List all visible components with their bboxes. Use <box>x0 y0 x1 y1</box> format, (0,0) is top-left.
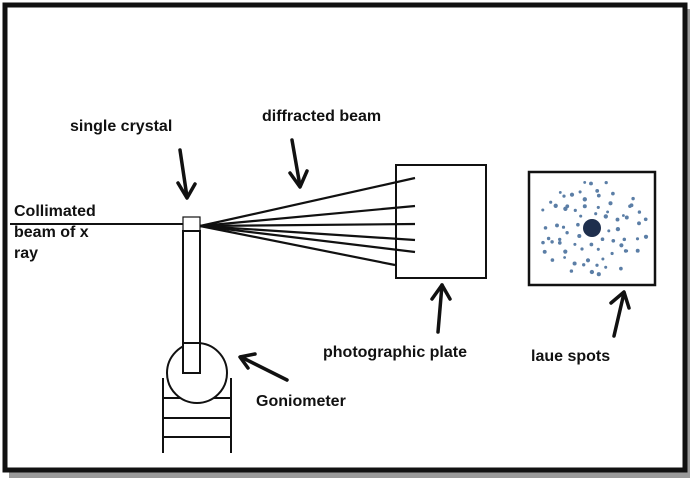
laue-spot <box>601 257 605 261</box>
arrow-to-goniometer <box>238 352 289 382</box>
laue-spot <box>565 204 570 209</box>
laue-spot <box>569 192 575 197</box>
laue-spot <box>558 237 562 242</box>
laue-spot <box>596 272 601 277</box>
diffracted-ray <box>199 176 416 228</box>
arrow-to-laue <box>609 290 631 338</box>
laue-spot <box>596 205 600 209</box>
laue-spot <box>615 226 621 232</box>
laue-spot <box>589 269 595 275</box>
laue-spot <box>619 243 624 248</box>
laue-spot <box>631 196 635 201</box>
laue-spot <box>637 221 641 226</box>
laue-spot <box>607 229 611 233</box>
outer-frame <box>2 2 688 473</box>
diffracted-ray <box>199 224 416 254</box>
laue-spot <box>629 203 634 208</box>
laue-spot <box>555 223 559 228</box>
diffracted-beam-label: diffracted beam <box>262 108 382 125</box>
laue-spot <box>573 208 577 212</box>
laue-spot <box>611 238 616 243</box>
laue-spots-panel <box>527 170 657 287</box>
laue-spot <box>611 191 615 196</box>
goniometer <box>162 342 232 453</box>
laue-spot <box>583 180 587 184</box>
central-spot <box>583 219 601 237</box>
laue-spot <box>637 210 642 214</box>
laue-spot <box>595 263 599 267</box>
laue-spot <box>558 190 562 194</box>
laue-spot <box>643 234 649 239</box>
laue-spot <box>596 193 601 198</box>
laue-spots-label: laue spots <box>531 348 611 365</box>
photographic-plate <box>395 164 487 279</box>
laue-spot <box>635 248 640 253</box>
laue-spot <box>603 214 608 219</box>
laue-spot <box>579 214 583 218</box>
laue-spot <box>563 249 568 254</box>
laue-spot <box>541 240 545 245</box>
laue-spot <box>608 201 613 206</box>
diffracted-ray <box>199 224 416 242</box>
laue-spot <box>578 190 582 194</box>
laue-spot <box>604 265 608 269</box>
laue-spot <box>635 237 640 241</box>
laue-spot <box>565 231 569 235</box>
collimated-beam-label: Collimated beam of x ray <box>14 203 96 262</box>
laue-spot <box>582 204 587 209</box>
laue-spot <box>606 210 610 214</box>
laue-spot <box>577 233 582 239</box>
laue-spot <box>582 263 586 267</box>
laue-spot <box>621 214 625 217</box>
single-crystal <box>182 216 201 232</box>
laue-spot <box>569 269 574 273</box>
laue-spot <box>541 208 545 212</box>
diffracted-ray <box>199 224 396 267</box>
single-crystal-label: single crystal <box>70 118 173 135</box>
laue-spot <box>643 217 648 222</box>
laue-spot <box>622 237 627 242</box>
laue-spot <box>596 247 600 251</box>
laue-spot <box>550 240 554 244</box>
diffracted-beams <box>199 176 416 267</box>
laue-spot <box>582 197 587 202</box>
laue-spot <box>576 222 580 227</box>
laue-spot <box>624 215 629 220</box>
laue-spot <box>594 212 598 216</box>
laue-spot <box>580 247 584 251</box>
laue-spot <box>573 242 577 246</box>
laue-spot <box>563 256 566 259</box>
laue-spot <box>585 258 591 263</box>
diffracted-ray <box>199 222 416 228</box>
laue-spot <box>543 226 548 230</box>
laue-spot <box>595 189 600 193</box>
laue-spot <box>561 225 566 229</box>
laue-spot <box>623 249 628 253</box>
laue-spot <box>604 180 608 185</box>
laue-spot <box>542 249 547 254</box>
laue-spot <box>610 251 614 256</box>
laue-spot <box>549 200 553 204</box>
arrow-to-plate <box>430 283 452 334</box>
laue-spot <box>615 217 620 222</box>
laue-spot <box>619 266 623 271</box>
arrow-to-diffracted <box>288 138 309 189</box>
laue-spots <box>541 180 649 277</box>
arrow-to-crystal <box>176 148 197 200</box>
goniometer-label: Goniometer <box>256 393 346 410</box>
laue-spot <box>546 236 551 241</box>
laue-spot <box>553 203 558 208</box>
diffracted-ray <box>199 204 416 228</box>
laue-spot <box>572 261 577 266</box>
laue-spot <box>557 241 562 245</box>
laue-spot <box>550 258 555 262</box>
laue-spot <box>562 194 566 198</box>
laue-spot <box>589 242 594 247</box>
laue-spot <box>589 181 593 186</box>
laue-spot <box>600 237 605 242</box>
photographic-plate-label: photographic plate <box>323 344 467 361</box>
